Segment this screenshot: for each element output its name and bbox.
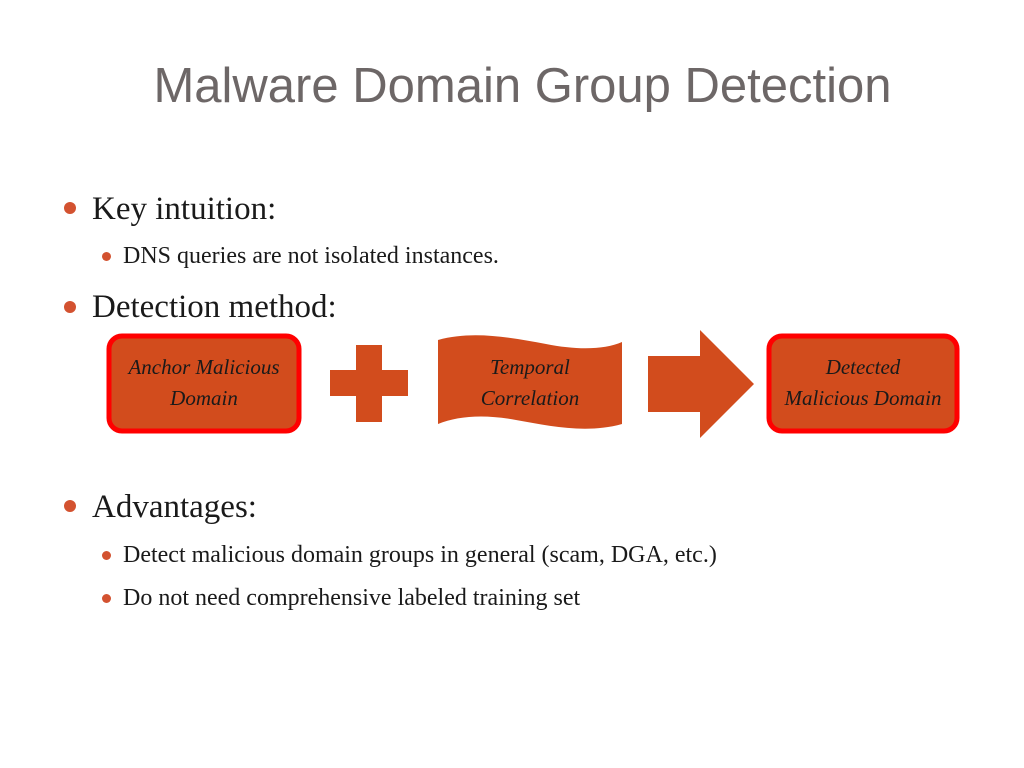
bullet-advantages: Advantages: bbox=[92, 489, 257, 525]
detected-label: Detected Malicious Domain bbox=[769, 352, 957, 414]
temporal-correlation-shape bbox=[438, 335, 622, 429]
bullet-dot bbox=[64, 500, 76, 512]
bullet-key-intuition: Key intuition: bbox=[92, 191, 277, 227]
anchor-label-line1: Anchor Malicious bbox=[128, 355, 280, 379]
bullet-dns-queries: DNS queries are not isolated instances. bbox=[123, 243, 499, 269]
bullet-dot bbox=[64, 301, 76, 313]
bullet-detect-groups: Detect malicious domain groups in genera… bbox=[123, 542, 717, 568]
bullet-dot bbox=[64, 202, 76, 214]
right-arrow-icon bbox=[648, 330, 754, 438]
sub-bullet-dot bbox=[102, 594, 111, 603]
bullet-detection-method: Detection method: bbox=[92, 289, 337, 325]
plus-icon bbox=[330, 345, 408, 422]
temporal-label: Temporal Correlation bbox=[438, 352, 622, 414]
bullet-no-labeled-set: Do not need comprehensive labeled traini… bbox=[123, 585, 581, 611]
anchor-malicious-domain-box bbox=[106, 333, 302, 434]
temporal-label-line1: Temporal bbox=[490, 355, 570, 379]
detected-label-line1: Detected bbox=[825, 355, 901, 379]
sub-bullet-dot bbox=[102, 551, 111, 560]
slide-title: Malware Domain Group Detection bbox=[153, 59, 892, 113]
detected-malicious-domain-box bbox=[766, 333, 960, 434]
anchor-label: Anchor Malicious Domain bbox=[109, 352, 299, 414]
detected-label-line2: Malicious Domain bbox=[784, 386, 942, 410]
anchor-label-line2: Domain bbox=[170, 386, 238, 410]
temporal-label-line2: Correlation bbox=[480, 386, 580, 410]
sub-bullet-dot bbox=[102, 252, 111, 261]
